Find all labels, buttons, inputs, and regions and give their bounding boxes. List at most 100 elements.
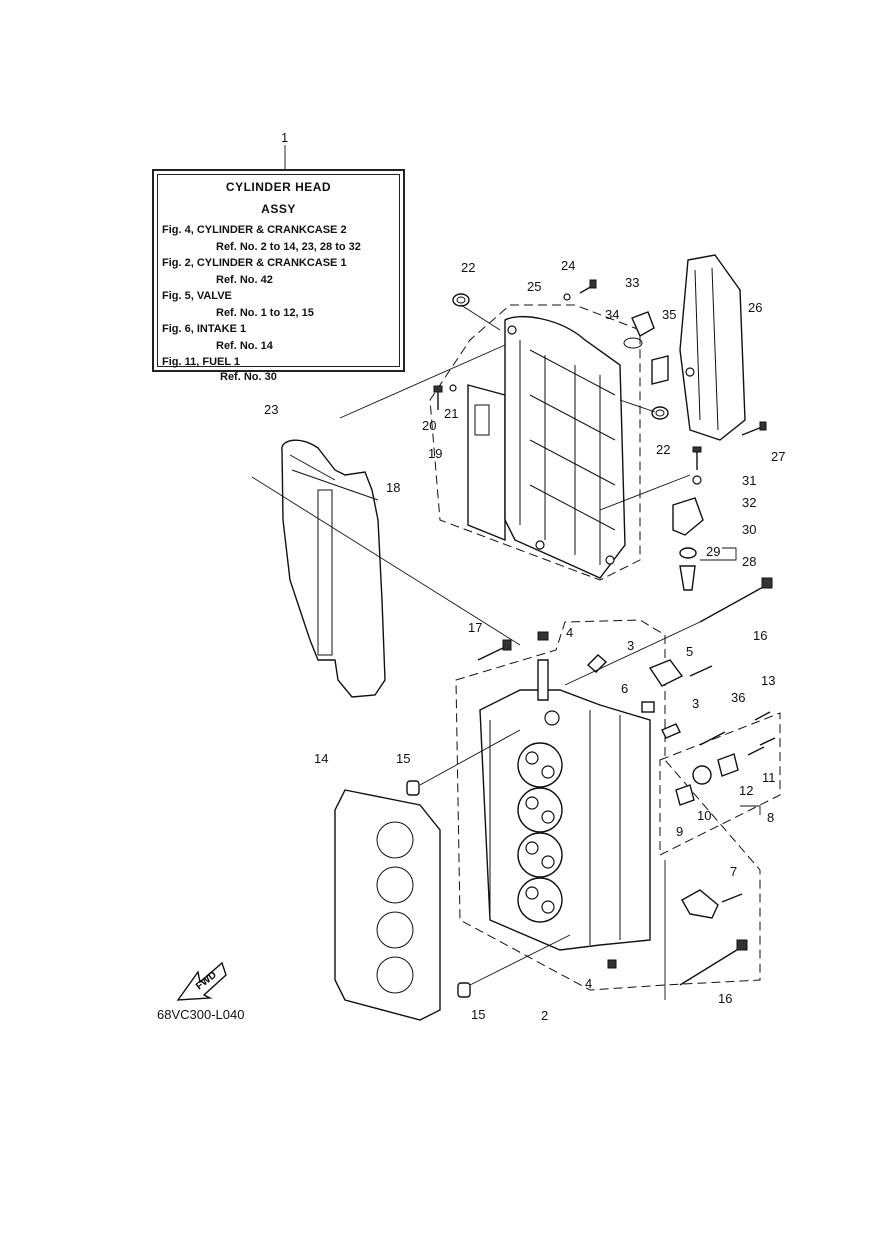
callout-32: 32 bbox=[742, 495, 756, 510]
head-walls bbox=[489, 710, 621, 945]
callout-16: 16 bbox=[753, 628, 767, 643]
callout-5: 5 bbox=[686, 644, 693, 659]
combustion-chambers bbox=[517, 742, 563, 923]
plug-4-lower bbox=[607, 959, 617, 969]
legend-title: CYLINDER HEAD bbox=[225, 180, 332, 194]
callout-10: 10 bbox=[697, 808, 711, 823]
cylinder-head-group bbox=[455, 619, 761, 991]
bolt-11 bbox=[759, 737, 776, 746]
oil-filler-cap bbox=[623, 311, 655, 349]
callout-26: 26 bbox=[748, 300, 762, 315]
plug-4-upper bbox=[537, 631, 549, 641]
sleeve-6 bbox=[641, 701, 655, 713]
dowel-pin-lower bbox=[457, 982, 471, 998]
pin-3-upper bbox=[586, 654, 608, 673]
callout-labels: 1 2 3 3 4 4 5 6 7 8 9 10 11 12 13 14 15 … bbox=[264, 130, 785, 1023]
callout-4: 4 bbox=[566, 625, 573, 640]
callout-3: 3 bbox=[692, 696, 699, 711]
grommet-right bbox=[651, 406, 669, 420]
legend-line: Ref. No. 30 bbox=[220, 371, 277, 383]
dowel-pin-upper bbox=[406, 780, 420, 796]
callout-18: 18 bbox=[386, 480, 400, 495]
callout-bracket-28 bbox=[700, 547, 737, 561]
callout-7: 7 bbox=[730, 864, 737, 879]
callout-29: 29 bbox=[706, 544, 720, 559]
cover-bolt-hole bbox=[535, 540, 545, 550]
sensor-36 bbox=[717, 753, 739, 777]
bolt-7 bbox=[721, 893, 743, 903]
callout-25: 25 bbox=[527, 279, 541, 294]
legend-line: Fig. 4, CYLINDER & CRANKCASE 2 bbox=[162, 224, 347, 236]
callout-34: 34 bbox=[605, 307, 619, 322]
callout-20: 20 bbox=[422, 418, 436, 433]
legend-subtitle: ASSY bbox=[261, 202, 296, 216]
cover-bolt-hole bbox=[605, 555, 615, 565]
callout-30: 30 bbox=[742, 522, 756, 537]
drawing-code: 68VC300-L040 bbox=[157, 1007, 245, 1022]
cover-gasket bbox=[281, 439, 386, 698]
cylinder-head-gasket bbox=[334, 789, 441, 1021]
legend-line: Fig. 6, INTAKE 1 bbox=[162, 323, 247, 335]
bolt-17 bbox=[477, 639, 512, 661]
callout-2: 2 bbox=[541, 1008, 548, 1023]
callout-11: 11 bbox=[762, 770, 776, 785]
washer-21 bbox=[449, 384, 457, 392]
callout-21: 21 bbox=[444, 406, 458, 421]
callout-12: 12 bbox=[739, 783, 753, 798]
callout-35: 35 bbox=[662, 307, 676, 322]
bolt-20 bbox=[433, 385, 443, 410]
head-port bbox=[544, 710, 560, 726]
callout-17: 17 bbox=[468, 620, 482, 635]
callout-22: 22 bbox=[461, 260, 475, 275]
callout-22: 22 bbox=[656, 442, 670, 457]
cylinder-head-cover-group bbox=[429, 304, 641, 581]
callout-15: 15 bbox=[396, 751, 410, 766]
cover-cross-ribs bbox=[529, 349, 616, 531]
callout-15: 15 bbox=[471, 1007, 485, 1022]
cap-5 bbox=[648, 659, 684, 687]
bolt-27 bbox=[741, 421, 767, 436]
callout-4: 4 bbox=[585, 976, 592, 991]
head-bolt-16-upper bbox=[699, 577, 773, 623]
callout-3: 3 bbox=[627, 638, 634, 653]
legend-line: Ref. No. 14 bbox=[216, 340, 273, 352]
plug-36 bbox=[699, 731, 726, 746]
callout-27: 27 bbox=[771, 449, 785, 464]
callout-24: 24 bbox=[561, 258, 575, 273]
cylinder-head-cover bbox=[504, 315, 626, 579]
callout-6: 6 bbox=[621, 681, 628, 696]
callout-19: 19 bbox=[428, 446, 442, 461]
bolt-5 bbox=[689, 665, 713, 677]
pin-3-lower bbox=[661, 723, 681, 739]
cover-group-dashed-outline bbox=[429, 304, 641, 581]
reference-legend-box: CYLINDER HEAD ASSY Fig. 4, CYLINDER & CR… bbox=[152, 169, 405, 383]
callout-23: 23 bbox=[264, 402, 278, 417]
group-8-dashed-outline bbox=[659, 712, 781, 856]
washer-25 bbox=[563, 293, 571, 301]
callout-16: 16 bbox=[718, 991, 732, 1006]
cover-plate-gasket bbox=[467, 384, 506, 542]
legend-line: Fig. 5, VALVE bbox=[162, 290, 232, 302]
callout-14: 14 bbox=[314, 751, 328, 766]
label-plate bbox=[651, 355, 669, 385]
legend-line: Fig. 2, CYLINDER & CRANKCASE 1 bbox=[162, 257, 347, 269]
cover-plate-window bbox=[474, 404, 490, 436]
legend-line: Ref. No. 2 to 14, 23, 28 to 32 bbox=[216, 241, 361, 253]
callout-36: 36 bbox=[731, 690, 745, 705]
cover-bolt-hole bbox=[507, 325, 517, 335]
bolt-13 bbox=[754, 711, 771, 721]
callout-28: 28 bbox=[742, 554, 756, 569]
forward-direction-arrow: FWD bbox=[176, 961, 227, 1001]
head-stud bbox=[537, 659, 549, 701]
legend-line: Ref. No. 42 bbox=[216, 274, 273, 286]
callout-9: 9 bbox=[676, 824, 683, 839]
sensor-9 bbox=[675, 784, 695, 806]
head-group-dashed-outline bbox=[455, 619, 761, 991]
cylinder-head-body bbox=[479, 689, 651, 951]
legend-inner-border bbox=[157, 174, 400, 367]
sensor-assembly bbox=[672, 446, 704, 591]
bolt-24 bbox=[579, 279, 597, 294]
legend-line: Ref. No. 1 to 12, 15 bbox=[216, 307, 314, 319]
callout-33: 33 bbox=[625, 275, 639, 290]
grommet-upper bbox=[452, 293, 470, 307]
